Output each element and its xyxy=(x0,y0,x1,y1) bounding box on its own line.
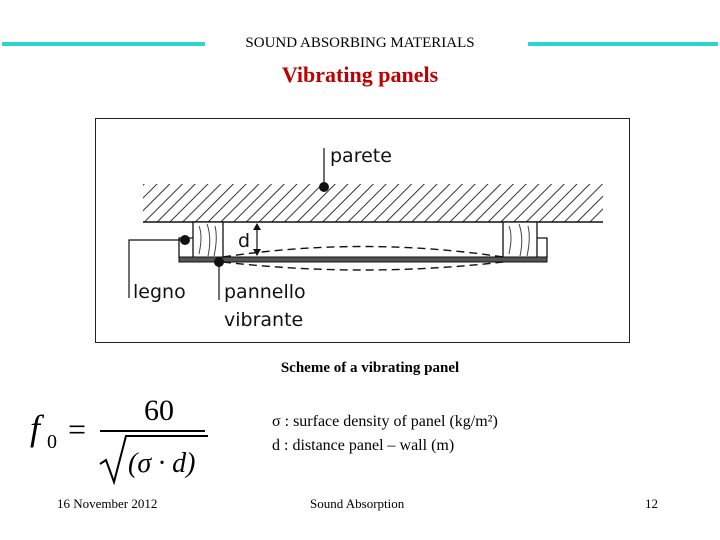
page-number: 12 xyxy=(645,496,658,511)
formula-denominator: (σ · d) xyxy=(128,448,195,479)
variable-legend: σ : surface density of panel (kg/m²) d :… xyxy=(272,410,498,458)
legend-distance: d : distance panel – wall (m) xyxy=(272,437,455,454)
legend-sigma: σ : surface density of panel (kg/m²) xyxy=(272,413,498,430)
formula-lhs-sub: 0 xyxy=(47,431,57,453)
wood-label: legno xyxy=(133,281,186,303)
footer-date: 16 November 2012 xyxy=(57,496,158,511)
slide-title: Vibrating panels xyxy=(281,62,439,87)
wood-grain-left xyxy=(198,223,217,257)
footer-title: Sound Absorption xyxy=(310,496,405,511)
figure-caption: Scheme of a vibrating panel xyxy=(280,360,460,376)
header-rule-left xyxy=(2,42,205,46)
vibration-curve-down xyxy=(222,261,504,271)
sqrt-sign xyxy=(99,435,208,486)
wood-grain-right xyxy=(508,223,530,257)
resonance-formula: f 0 = 60 (σ · d) xyxy=(30,394,208,486)
bracket-right xyxy=(537,237,548,258)
vibrating-panel-diagram: d parete legno pannello vibrante xyxy=(95,118,630,343)
formula-numerator: 60 xyxy=(144,394,174,427)
formula-equals: = xyxy=(68,411,86,447)
figure-frame xyxy=(95,118,630,343)
header-title: SOUND ABSORBING MATERIALS xyxy=(245,35,475,51)
header-rule-right xyxy=(528,42,718,46)
wall-hatch xyxy=(143,184,603,222)
panel-label-line1: pannello xyxy=(224,281,306,303)
vibrating-panel xyxy=(178,256,548,263)
panel-label-line2: vibrante xyxy=(224,309,303,331)
distance-label: d xyxy=(238,230,250,252)
vibration-curve-up xyxy=(222,245,504,258)
wall-label: parete xyxy=(330,145,392,167)
formula-lhs: f xyxy=(30,408,45,448)
